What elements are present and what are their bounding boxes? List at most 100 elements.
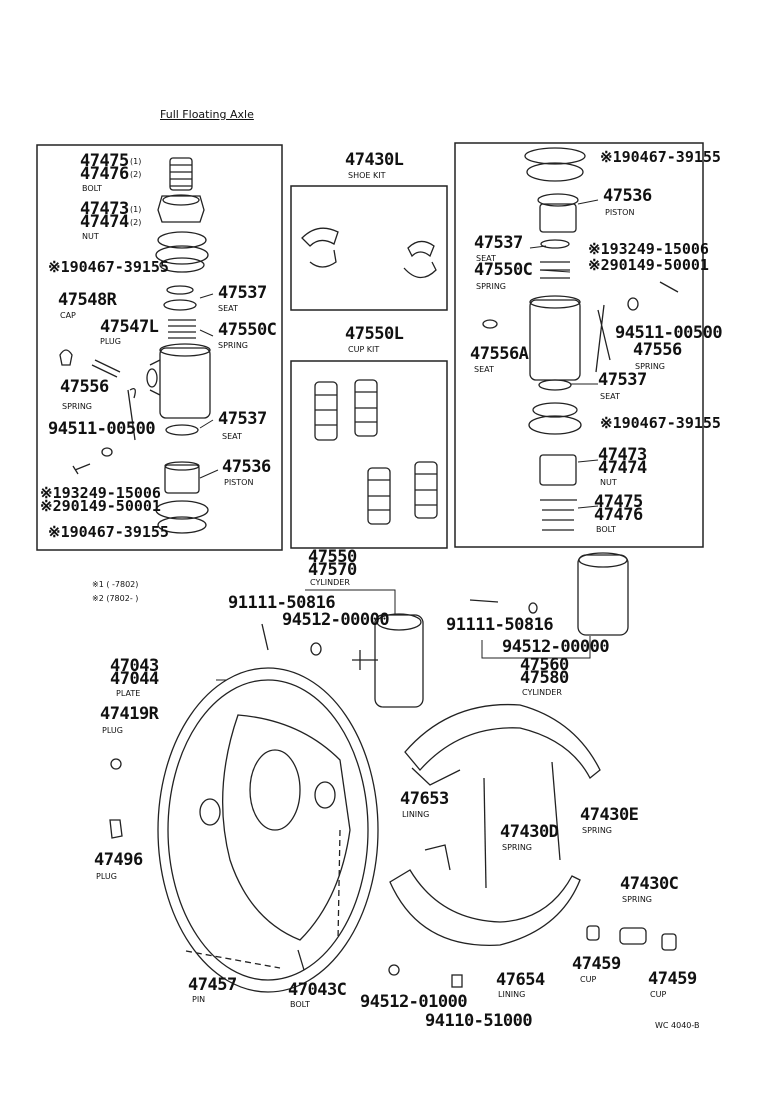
part-47537-a: 47537 — [218, 283, 267, 303]
part-47430C: 47430C — [620, 874, 679, 894]
label-nut: NUT — [82, 232, 99, 241]
label-piston: PISTON — [605, 208, 635, 217]
cup-kit-illustration — [314, 379, 438, 525]
part-94512-b: 94512-00000 — [502, 637, 610, 657]
part-47550C: 47550C — [474, 260, 533, 280]
label-cup-kit: CUP KIT — [348, 345, 380, 354]
leader-lines — [199, 199, 599, 681]
part-47536: 47536 — [603, 186, 652, 206]
part-47580: 47580 — [520, 668, 569, 688]
part-47043C: 47043C — [288, 980, 347, 1000]
label-piston: PISTON — [224, 478, 254, 487]
variant-1: (1) — [130, 157, 142, 166]
label-bolt: BOLT — [290, 1000, 310, 1009]
label-cup: CUP — [580, 975, 597, 984]
part-91111-a: 91111-50816 — [228, 593, 336, 613]
label-spring: SPRING — [582, 826, 613, 835]
part-90467-top: ※190467-39155 — [600, 148, 721, 166]
part-47537-a: 47537 — [474, 233, 523, 253]
part-47550L: 47550L — [345, 324, 404, 344]
variant-2: (2) — [130, 218, 142, 227]
part-47430D: 47430D — [500, 822, 559, 842]
label-spring: SPRING — [218, 341, 249, 350]
part-93249: ※193249-15006 — [588, 240, 709, 258]
label-cup: CUP — [650, 990, 667, 999]
part-90467-bottom: ※190467-39155 — [600, 414, 721, 432]
label-seat: SEAT — [218, 304, 238, 313]
part-47430E: 47430E — [580, 805, 639, 825]
label-spring: SPRING — [502, 843, 533, 852]
part-47496: 47496 — [94, 850, 143, 870]
backing-plate-drawing — [109, 667, 379, 993]
part-47474: 47474 — [80, 212, 129, 232]
label-plug: PLUG — [96, 872, 117, 881]
part-47550: 47550 — [308, 547, 357, 567]
part-93249: ※193249-15006 — [40, 484, 161, 502]
part-47473: 47473 — [80, 199, 129, 219]
part-47556A: 47556A — [470, 344, 529, 364]
label-seat: SEAT — [474, 365, 494, 374]
footnote-2: ※2 (7802- ) — [92, 594, 139, 603]
part-47476: 47476 — [80, 164, 129, 184]
label-plate: PLATE — [116, 689, 141, 698]
part-47654: 47654 — [496, 970, 545, 990]
shoe-kit-illustration — [301, 227, 437, 279]
label-spring: SPRING — [62, 402, 93, 411]
label-plug: PLUG — [102, 726, 123, 735]
variant-2: (2) — [130, 170, 142, 179]
part-47556: 47556 — [633, 340, 682, 360]
part-47560: 47560 — [520, 655, 569, 675]
label-seat: SEAT — [222, 432, 242, 441]
part-47457: 47457 — [188, 975, 237, 995]
right-wheel-cylinder-parts — [482, 147, 679, 531]
label-cylinder: CYLINDER — [522, 688, 562, 697]
part-47419R: 47419R — [100, 704, 159, 724]
part-47459-b: 47459 — [648, 969, 697, 989]
part-47474: 47474 — [598, 458, 647, 478]
part-90467-top: ※190467-39155 — [48, 258, 169, 276]
part-47430L: 47430L — [345, 150, 404, 170]
part-91111-b: 91111-50816 — [446, 615, 554, 635]
part-47547: 47547L — [100, 317, 159, 337]
footnote-1: ※1 ( -7802) — [92, 580, 139, 589]
label-spring: SPRING — [622, 895, 653, 904]
part-94110: 94110-51000 — [425, 1011, 533, 1031]
part-94511: 94511-00500 — [615, 323, 723, 343]
label-spring: SPRING — [635, 362, 666, 371]
right-parts-box — [454, 142, 704, 548]
part-47459-a: 47459 — [572, 954, 621, 974]
left-parts-box — [36, 144, 283, 551]
part-47550C: 47550C — [218, 320, 277, 340]
part-47475: 47475 — [594, 492, 643, 512]
part-47044: 47044 — [110, 669, 159, 689]
label-plug: PLUG — [100, 337, 121, 346]
part-94512-a: 94512-00000 — [282, 610, 390, 630]
cup-kit-box — [290, 360, 448, 549]
part-94511: 94511-00500 — [48, 419, 156, 439]
label-shoe-kit: SHOE KIT — [348, 171, 386, 180]
label-lining: LINING — [402, 810, 430, 819]
part-47475: 47475 — [80, 151, 129, 171]
part-47473: 47473 — [598, 445, 647, 465]
label-nut: NUT — [600, 478, 617, 487]
part-90467-bottom: ※190467-39155 — [48, 523, 169, 541]
left-wheel-cylinder-parts — [59, 157, 211, 534]
part-47537-b: 47537 — [218, 409, 267, 429]
part-47570: 47570 — [308, 560, 357, 580]
label-lining: LINING — [498, 990, 526, 999]
label-bolt: BOLT — [82, 184, 102, 193]
part-47548R: 47548R — [58, 290, 117, 310]
catalog-code: WC 4040-B — [655, 1021, 700, 1030]
shoe-kit-box — [290, 185, 448, 311]
part-47476: 47476 — [594, 505, 643, 525]
part-90149: ※290149-50001 — [588, 256, 709, 274]
label-seat: SEAT — [600, 392, 620, 401]
label-cap: CAP — [60, 311, 76, 320]
label-seat: SEAT — [476, 254, 496, 263]
part-47537-b: 47537 — [598, 370, 647, 390]
label-pin: PIN — [192, 995, 206, 1004]
diagram-title: Full Floating Axle — [160, 108, 254, 121]
part-94512-c: 94512-01000 — [360, 992, 468, 1012]
part-90149: ※290149-50001 — [40, 497, 161, 515]
brake-shoes-drawing — [388, 703, 677, 988]
